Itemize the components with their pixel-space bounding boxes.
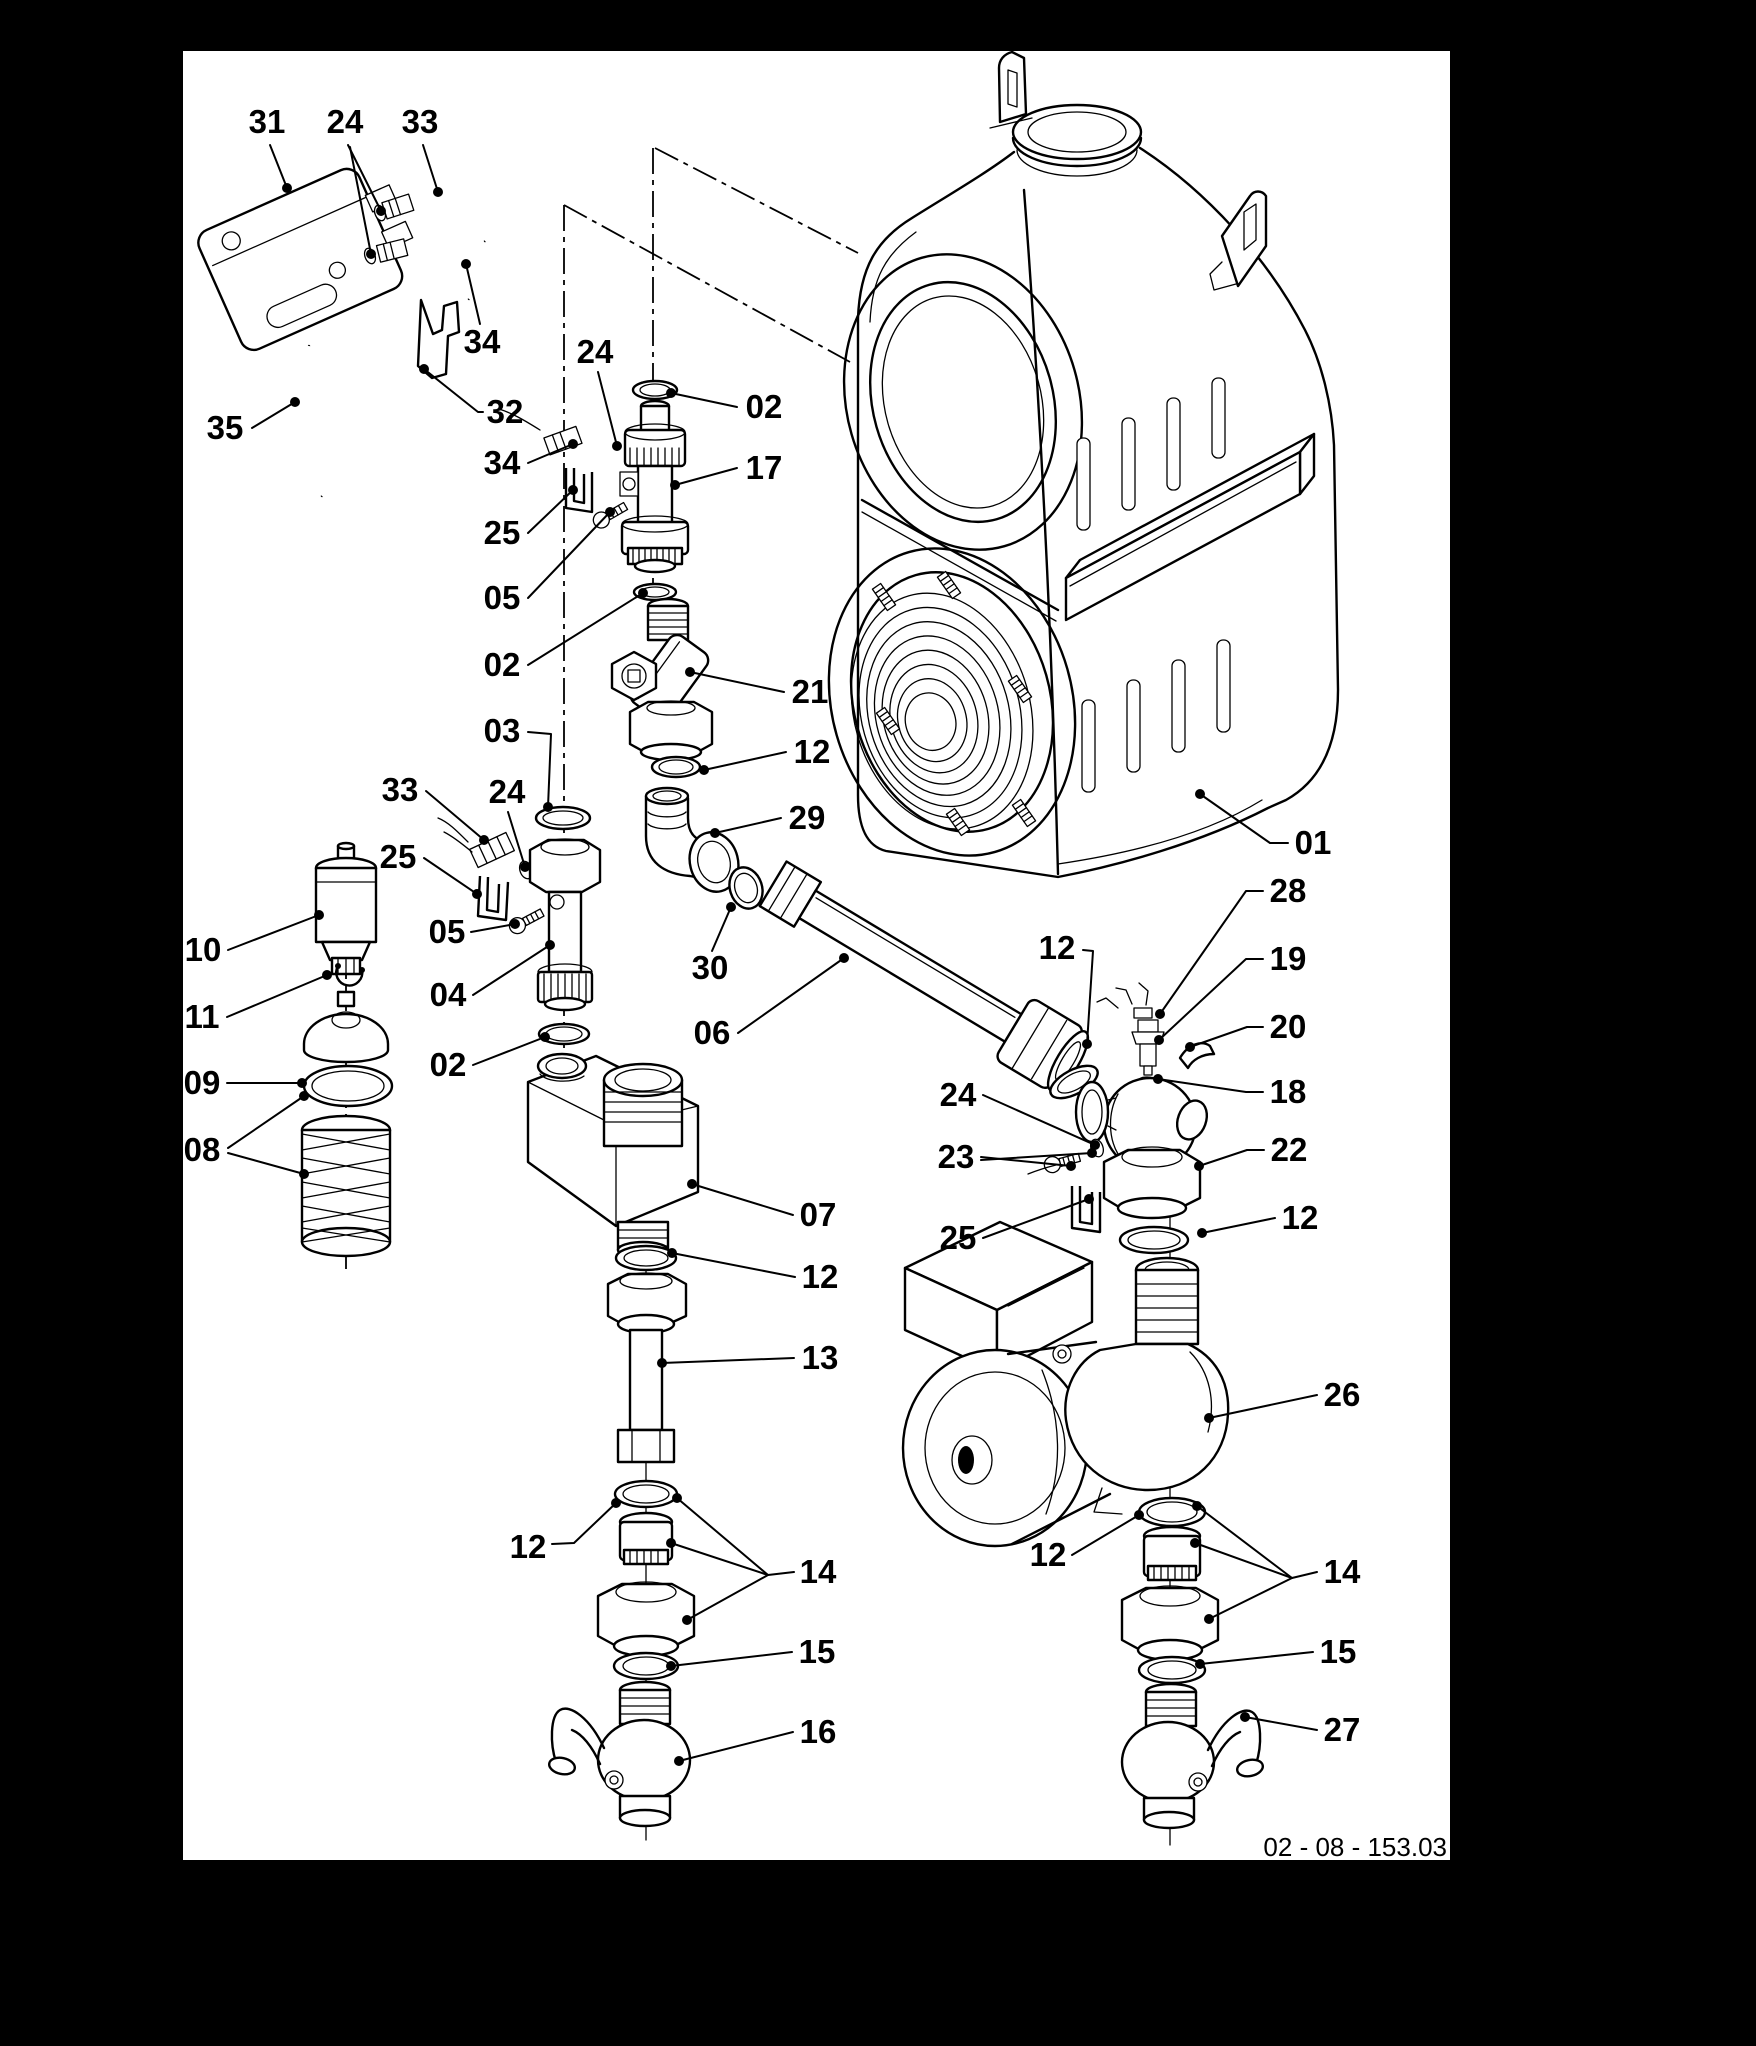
callout-13: 13 (802, 1339, 839, 1376)
callout-25: 25 (940, 1219, 977, 1256)
o-ring-12a (650, 755, 702, 779)
gas-valve-22-group (1027, 982, 1216, 1255)
callout-10: 10 (185, 931, 222, 968)
hose-33b (437, 817, 473, 853)
circlip-11 (335, 964, 364, 987)
callout-06: 06 (694, 1014, 731, 1051)
o-ring-12e (622, 1484, 670, 1504)
callout-27: 27 (1324, 1711, 1361, 1748)
o-ring-09 (311, 1070, 385, 1102)
callout-12: 12 (1282, 1199, 1319, 1236)
shell-slots (1076, 377, 1231, 793)
callout-15: 15 (1320, 1633, 1357, 1670)
callout-18: 18 (1270, 1073, 1307, 1110)
fitting-17-stack (498, 379, 690, 602)
callout-08: 08 (184, 1131, 221, 1168)
right-union-stack (1120, 1496, 1265, 1830)
callout-26: 26 (1324, 1376, 1361, 1413)
callout-24: 24 (940, 1076, 977, 1113)
callout-25: 25 (380, 838, 417, 875)
bracket-25 (1070, 1186, 1102, 1234)
o-ring-12c (1127, 1230, 1181, 1250)
pipe-13-stack (547, 1244, 696, 1828)
callout-33: 33 (382, 771, 419, 808)
leader-lines (226, 144, 1318, 1766)
callout-24: 24 (327, 103, 364, 140)
callout-20: 20 (1270, 1008, 1307, 1045)
stud-bolts (871, 570, 1037, 837)
mounting-bracket-top (989, 50, 1033, 129)
o-ring-03 (542, 810, 584, 826)
o-ring-12f (1146, 1501, 1198, 1523)
bracket-25 (564, 468, 594, 514)
drawing-reference-number: 02 - 08 - 153.03 (1263, 1832, 1447, 1862)
callout-35: 35 (207, 409, 244, 446)
callout-07: 07 (800, 1196, 837, 1233)
callout-29: 29 (789, 799, 826, 836)
callout-30: 30 (692, 949, 729, 986)
callout-01: 01 (1295, 824, 1332, 861)
callout-34: 34 (484, 444, 521, 481)
callout-17: 17 (746, 449, 783, 486)
callout-09: 09 (184, 1064, 221, 1101)
callout-02: 02 (746, 388, 783, 425)
callout-12: 12 (510, 1528, 547, 1565)
o-ring-12d (623, 1249, 669, 1267)
callout-12: 12 (1039, 929, 1076, 966)
callout-24: 24 (489, 773, 526, 810)
gasket-30 (728, 866, 764, 910)
upper-opening (842, 253, 1084, 551)
elbow-29 (644, 786, 740, 893)
bracket-25c (476, 875, 510, 922)
callout-14: 14 (800, 1553, 837, 1590)
electrode-19 (1143, 1065, 1153, 1076)
callout-23: 23 (938, 1138, 975, 1175)
callout-02: 02 (430, 1046, 467, 1083)
callout-22: 22 (1271, 1131, 1308, 1168)
callout-03: 03 (484, 712, 521, 749)
callout-16: 16 (800, 1713, 837, 1750)
callout-19: 19 (1270, 940, 1307, 977)
washer-15b (1147, 1660, 1197, 1680)
mounting-bracket-right (1209, 190, 1268, 291)
callout-21: 21 (792, 673, 829, 710)
valve-21 (610, 597, 714, 762)
pipe-04-column (437, 805, 602, 1046)
callout-04: 04 (430, 976, 467, 1013)
callout-31: 31 (249, 103, 286, 140)
flue-collar (1011, 103, 1143, 177)
boiler-body (827, 50, 1340, 879)
callout-05: 05 (429, 913, 466, 950)
filter-08 (300, 1114, 392, 1258)
callout-02: 02 (484, 646, 521, 683)
pump-26 (901, 1220, 1230, 1548)
callout-14: 14 (1324, 1553, 1361, 1590)
valve-27 (1120, 1682, 1265, 1830)
callout-12: 12 (1030, 1536, 1067, 1573)
bracket-32 (416, 298, 461, 380)
mounting-rail (1064, 432, 1316, 622)
callout-15: 15 (799, 1633, 836, 1670)
callout-28: 28 (1270, 872, 1307, 909)
air-vent-filter-column (300, 841, 394, 1258)
callout-05: 05 (484, 579, 521, 616)
callout-34: 34 (464, 323, 501, 360)
callout-12: 12 (794, 733, 831, 770)
callout-25: 25 (484, 514, 521, 551)
callout-12: 12 (802, 1258, 839, 1295)
callout-33: 33 (402, 103, 439, 140)
callout-32: 32 (487, 393, 524, 430)
pipe-06 (758, 860, 1090, 1092)
callout-11: 11 (185, 998, 220, 1035)
callout-labels: 31 24 33 34 32 35 24 02 17 34 25 05 02 0… (184, 103, 1361, 1750)
callout-24: 24 (577, 333, 614, 370)
valve-16 (547, 1680, 692, 1828)
electrode-wires-28 (1133, 1007, 1153, 1019)
